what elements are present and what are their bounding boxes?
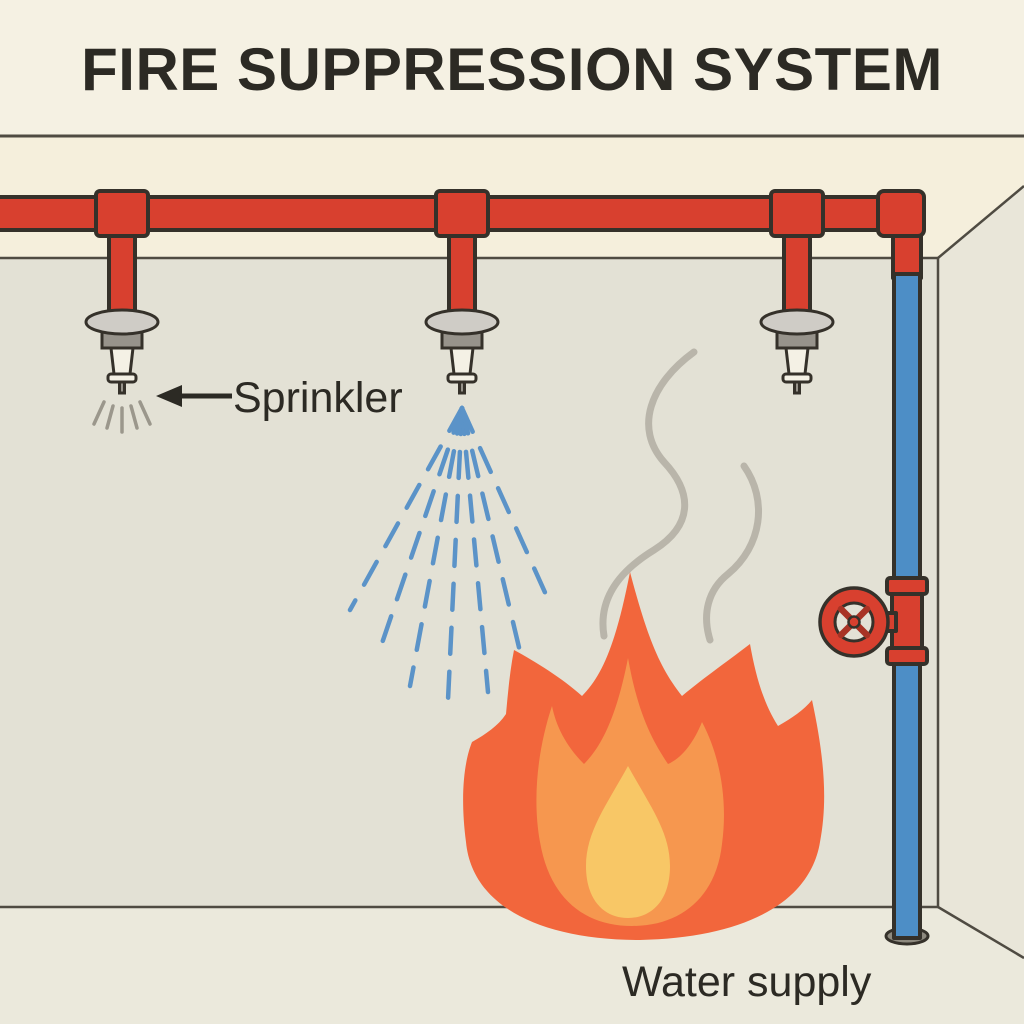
smoke <box>599 348 763 644</box>
water-spray <box>347 405 555 703</box>
ceiling-corner-diagonal <box>937 185 1024 259</box>
elbow-fitting <box>876 189 926 238</box>
spray-jet <box>407 405 465 689</box>
smoke-curl-right <box>703 462 763 644</box>
control-valve <box>818 576 929 666</box>
pipe-drop-3 <box>782 227 812 315</box>
tee-fitting-1 <box>94 189 150 238</box>
tee-fitting-2 <box>434 189 490 238</box>
valve-collar-top <box>885 576 929 596</box>
sprinkler-label: Sprinkler <box>233 374 403 422</box>
valve-collar-bottom <box>885 646 929 666</box>
floor-corner-diagonal <box>937 905 1024 960</box>
title-band <box>0 0 1024 135</box>
spray-jet <box>445 405 465 703</box>
fire <box>463 572 825 940</box>
sprinkler-mist <box>92 400 152 434</box>
spray-jet <box>375 405 465 658</box>
sprinkler-label-arrow <box>156 385 232 407</box>
valve-hub <box>847 615 861 629</box>
spray-jet <box>459 405 555 611</box>
arrow-head <box>156 385 182 407</box>
pipe-drop-1 <box>107 227 137 315</box>
mist-line <box>129 404 139 430</box>
spray-jet <box>459 405 491 695</box>
water-supply-label: Water supply <box>622 958 872 1006</box>
flame-core <box>586 766 670 918</box>
mist-line <box>92 400 106 426</box>
spray-jet <box>347 405 465 613</box>
page-title: FIRE SUPPRESSION SYSTEM <box>81 36 943 103</box>
pipe-drop-2 <box>447 227 477 315</box>
tee-fitting-3 <box>769 189 825 238</box>
mist-line <box>105 404 115 430</box>
floor <box>0 907 1024 1024</box>
smoke-curl-left <box>599 348 698 640</box>
side-wall <box>938 186 1024 958</box>
mist-line <box>138 400 152 426</box>
spray-jet <box>459 405 525 663</box>
